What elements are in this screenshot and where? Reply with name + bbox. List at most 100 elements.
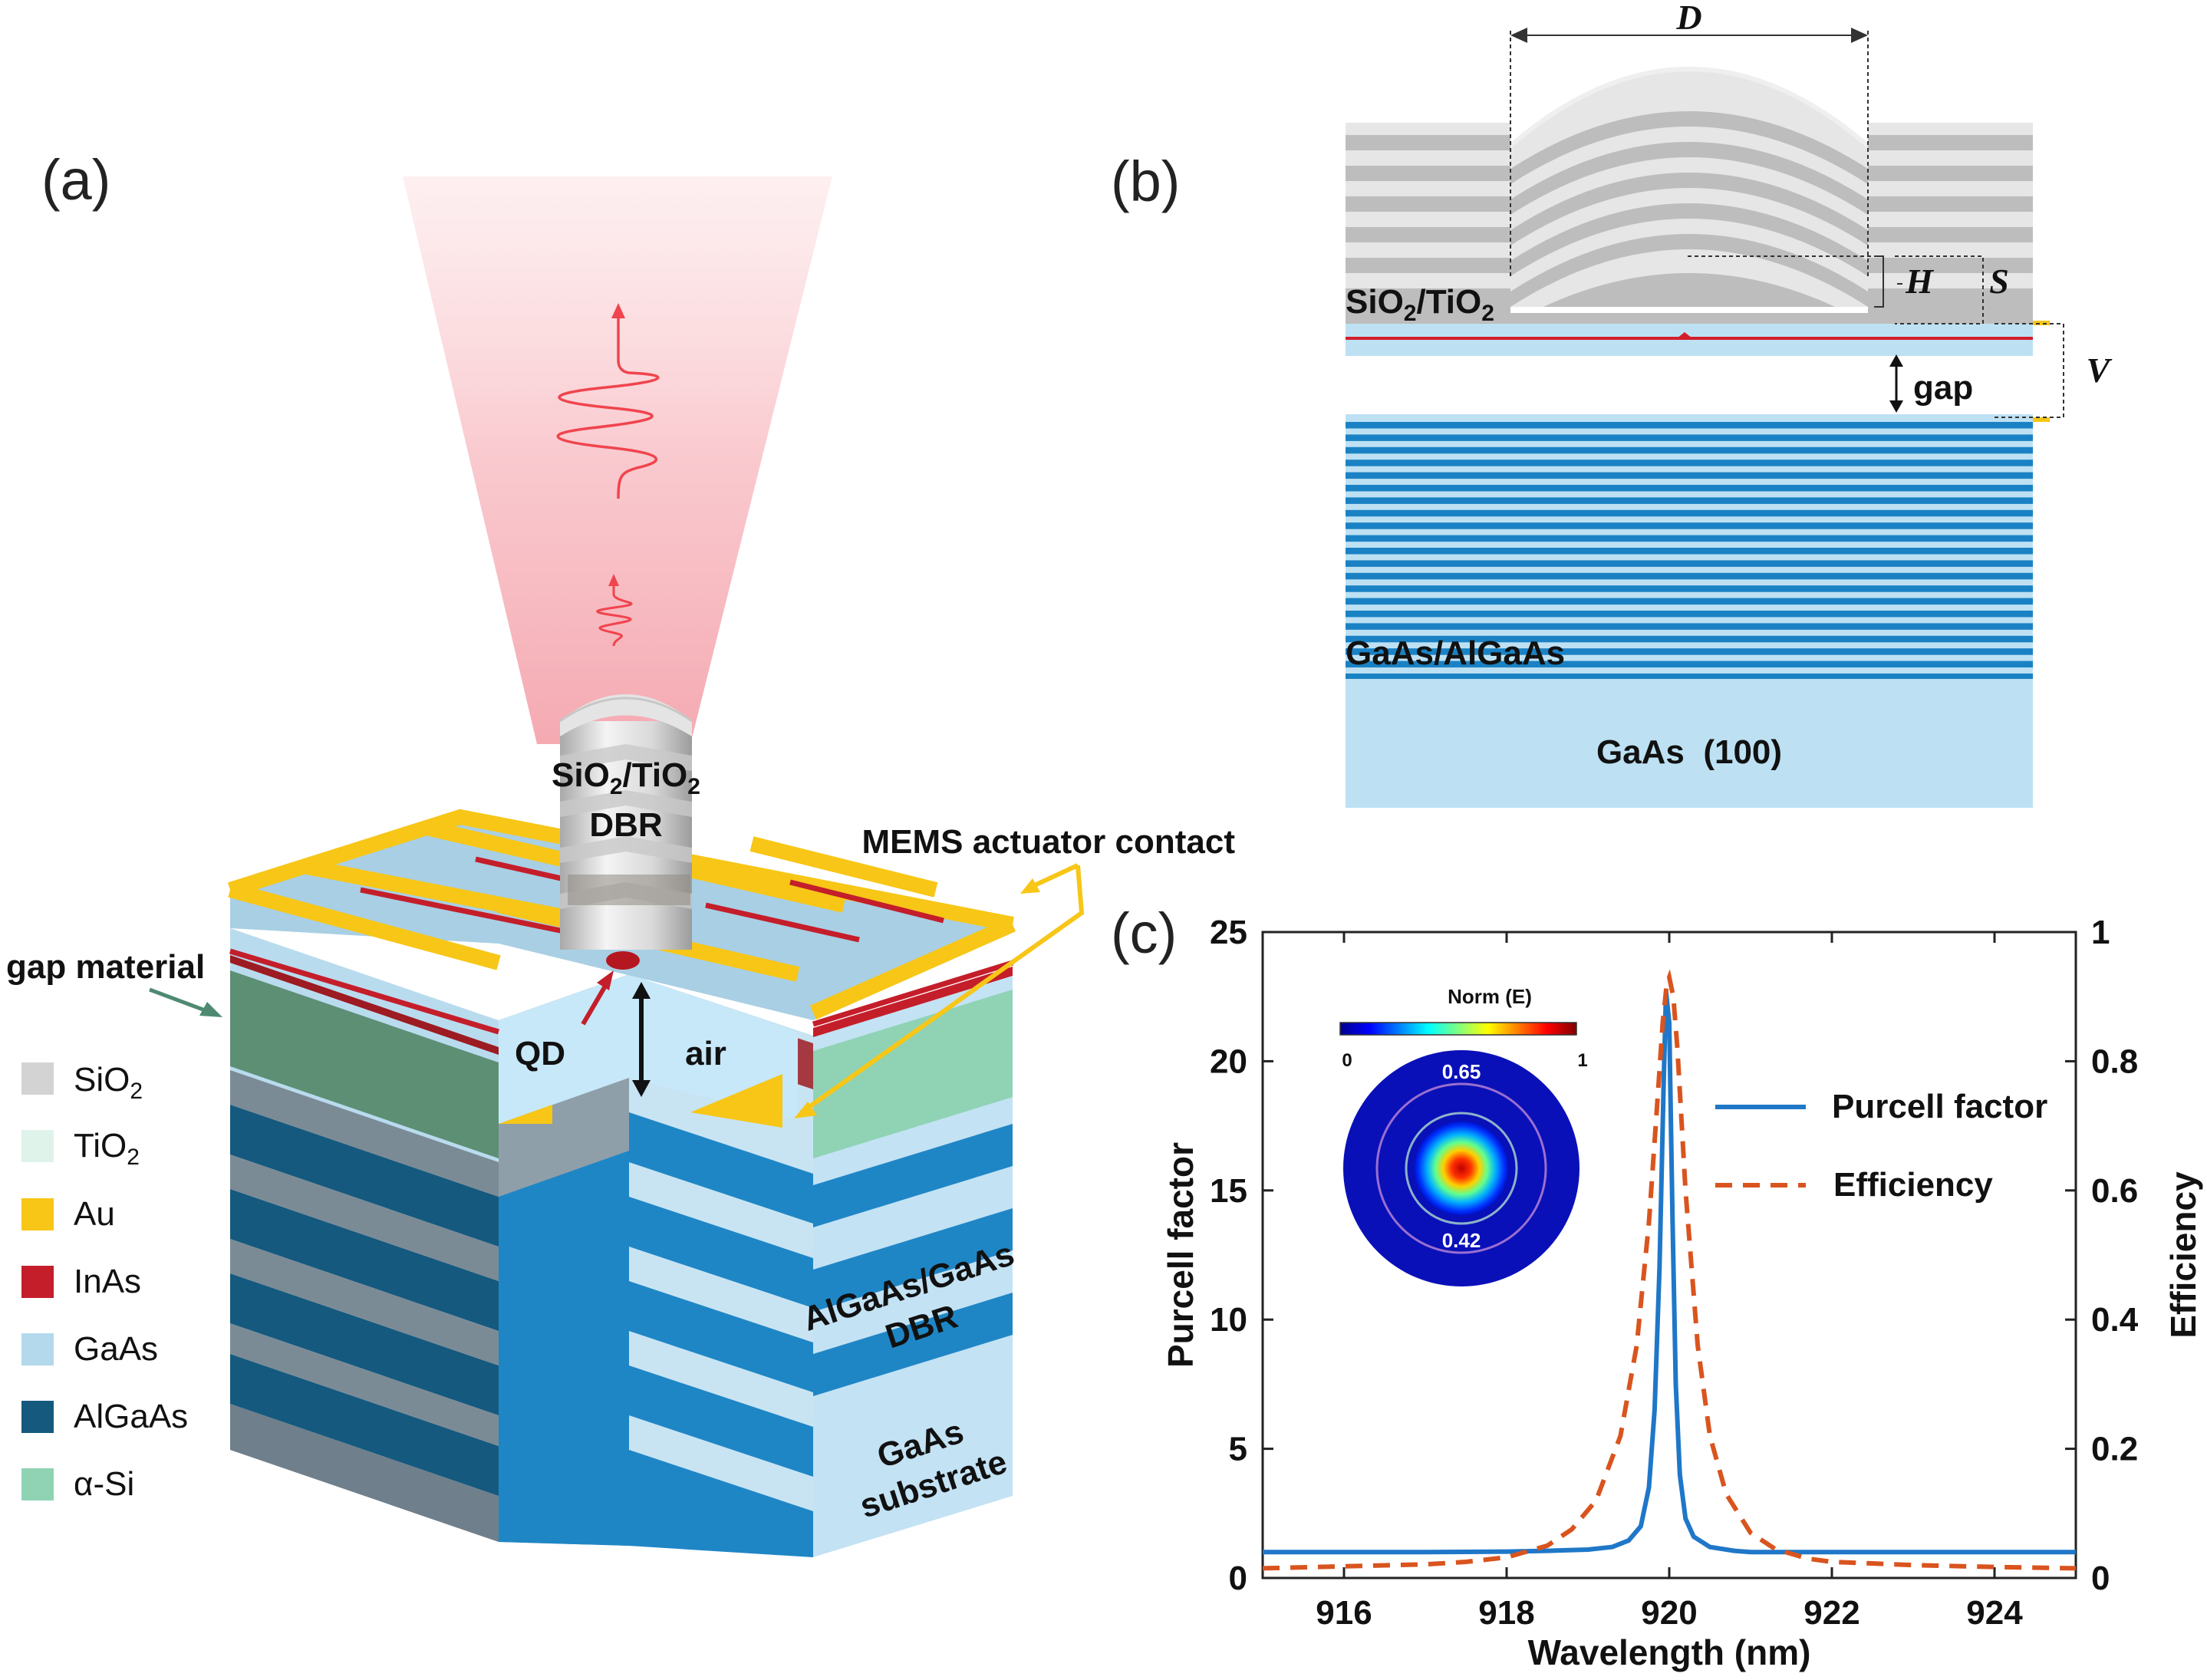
material-legend: SiO2 TiO2 Au InAs GaAs AlGaAs α-Si [21, 1061, 188, 1503]
chart-legend: Purcell factor Efficiency [1715, 1088, 2047, 1204]
dim-h-label: H [1905, 262, 1934, 301]
substrate-gaas [1346, 679, 2033, 808]
emission-glow [403, 176, 832, 744]
colorbar-min: 0 [1342, 1050, 1352, 1071]
dbr-stripe [1346, 522, 2033, 529]
dbr-stripe [1346, 509, 2033, 517]
panel-b: (b) [1111, 0, 2113, 808]
colorbar [1339, 1022, 1577, 1036]
gap-label: gap [1913, 369, 1973, 407]
y-tick-label: 0 [1229, 1560, 1247, 1597]
legend-label-algaas: AlGaAs [74, 1398, 188, 1435]
qd-pointer-head [597, 970, 614, 990]
dbr-stripe [1346, 572, 2033, 580]
mems-pointer [800, 863, 1085, 1115]
bottom-dbr-label-b: GaAs/AlGaAs [1346, 634, 1565, 672]
block-right-stripes [629, 1112, 813, 1557]
dim-s-label: S [1989, 262, 2009, 301]
legend-swatch-inas [21, 1266, 54, 1298]
contact-top [2033, 321, 2050, 325]
block-left-algaas-2 [230, 1189, 499, 1331]
top-dbr-label: SiO2/TiO2 [1346, 283, 1494, 326]
dbr-stripe [1346, 460, 2033, 466]
wave-packet-large [556, 307, 660, 499]
block-left-gaas-grey-3 [230, 1239, 499, 1365]
mode-ring-inner [1405, 1112, 1518, 1225]
legend-label-au: Au [74, 1195, 115, 1233]
y-tick-label: 20 [1210, 1043, 1247, 1080]
curved-dbr-lens [1509, 46, 1869, 324]
legend-label-sio2: SiO2 [74, 1061, 143, 1104]
gap-arrow-head-top [632, 982, 651, 999]
dbr-stripe [1346, 548, 2033, 555]
mode-inset: Norm (E) 0 1 0.65 0.42 [1339, 985, 1588, 1286]
legend-swatch-gaas [21, 1333, 54, 1365]
mode-profile [1414, 1121, 1509, 1216]
block-right-face-layers [813, 967, 1013, 1396]
y2-tick-label: 0 [2091, 1560, 2110, 1597]
mems-arrow-head-lower [794, 1102, 817, 1118]
gap-material-pointer [149, 987, 208, 1013]
x-tick-label: 922 [1803, 1594, 1859, 1632]
legend-label-a-si: α-Si [74, 1465, 134, 1503]
y2-tick-label: 0.6 [2091, 1172, 2138, 1210]
y2-tick-label: 0.2 [2091, 1431, 2138, 1468]
qd-marker [1677, 332, 1692, 338]
y-tick-label: 10 [1210, 1301, 1247, 1339]
pillar-dbr [559, 694, 693, 950]
block-left-algaas-3 [230, 1273, 499, 1415]
block-left-gaas-grey-1 [230, 1070, 499, 1197]
legend-swatch-sio2 [21, 1062, 54, 1095]
y-tick-label: 15 [1210, 1172, 1247, 1210]
legend-label-gaas: GaAs [74, 1330, 158, 1368]
y2-tick-label: 0.4 [2091, 1301, 2139, 1339]
dbr-stripe [1346, 485, 2033, 492]
gap-material-label: gap material [6, 948, 205, 986]
gap-material-pointer-head [199, 1002, 222, 1017]
qd-dot [606, 951, 640, 970]
gap-arrow-head-bottom [632, 1080, 651, 1097]
x-tick-label: 916 [1316, 1594, 1372, 1632]
block-left-gaas-grey-4 [230, 1323, 499, 1446]
block-left-amorphous-si [230, 970, 499, 1158]
x-axis-label: Wavelength (nm) [1528, 1632, 1811, 1672]
colorbar-title: Norm (E) [1448, 985, 1532, 1008]
block-left-algaas-1 [230, 1105, 499, 1247]
au-wedge-left [499, 1105, 552, 1124]
dbr-stripe [1346, 585, 2033, 592]
au-wedge-right [690, 1074, 782, 1128]
dbr-stripe [1346, 422, 2033, 429]
wave-arrow-small [608, 574, 619, 586]
y2-axis-label: Efficiency [2163, 1171, 2203, 1339]
wave-packet-small [596, 577, 633, 647]
x-tick-label: 918 [1478, 1594, 1534, 1632]
legend-swatch-au [21, 1198, 54, 1230]
dbr-stripe [1346, 623, 2033, 630]
ring-outer-label: 0.65 [1442, 1060, 1481, 1083]
dim-d-label: D [1675, 0, 1701, 37]
air-label: air [685, 1035, 726, 1072]
mems-arrow-head-upper [1020, 878, 1040, 894]
d-arrow-right [1851, 28, 1868, 43]
inas-frame-lines [229, 856, 1014, 1035]
dbr-stripe [1346, 598, 2033, 605]
legend-swatch-tio2 [21, 1130, 54, 1162]
legend-label-inas: InAs [74, 1263, 141, 1300]
y-axis-label: Purcell factor [1161, 1142, 1201, 1368]
block-left-inas-line [230, 955, 499, 1055]
d-arrow-left [1510, 28, 1527, 43]
panel-a: (a) [6, 148, 1235, 1557]
dim-v-label: V [2087, 351, 2113, 390]
dbr-stripe [1346, 674, 2033, 680]
dbr-stripe [1346, 648, 2033, 655]
mode-ring-outer [1375, 1082, 1547, 1254]
mems-label: MEMS actuator contact [861, 823, 1235, 861]
dimension-lines [1510, 31, 2064, 418]
qd-label: QD [515, 1035, 565, 1072]
y2-tick-label: 1 [2091, 914, 2110, 951]
dbr-stripe [1346, 560, 2033, 567]
legend-swatch-a-si [21, 1468, 54, 1500]
